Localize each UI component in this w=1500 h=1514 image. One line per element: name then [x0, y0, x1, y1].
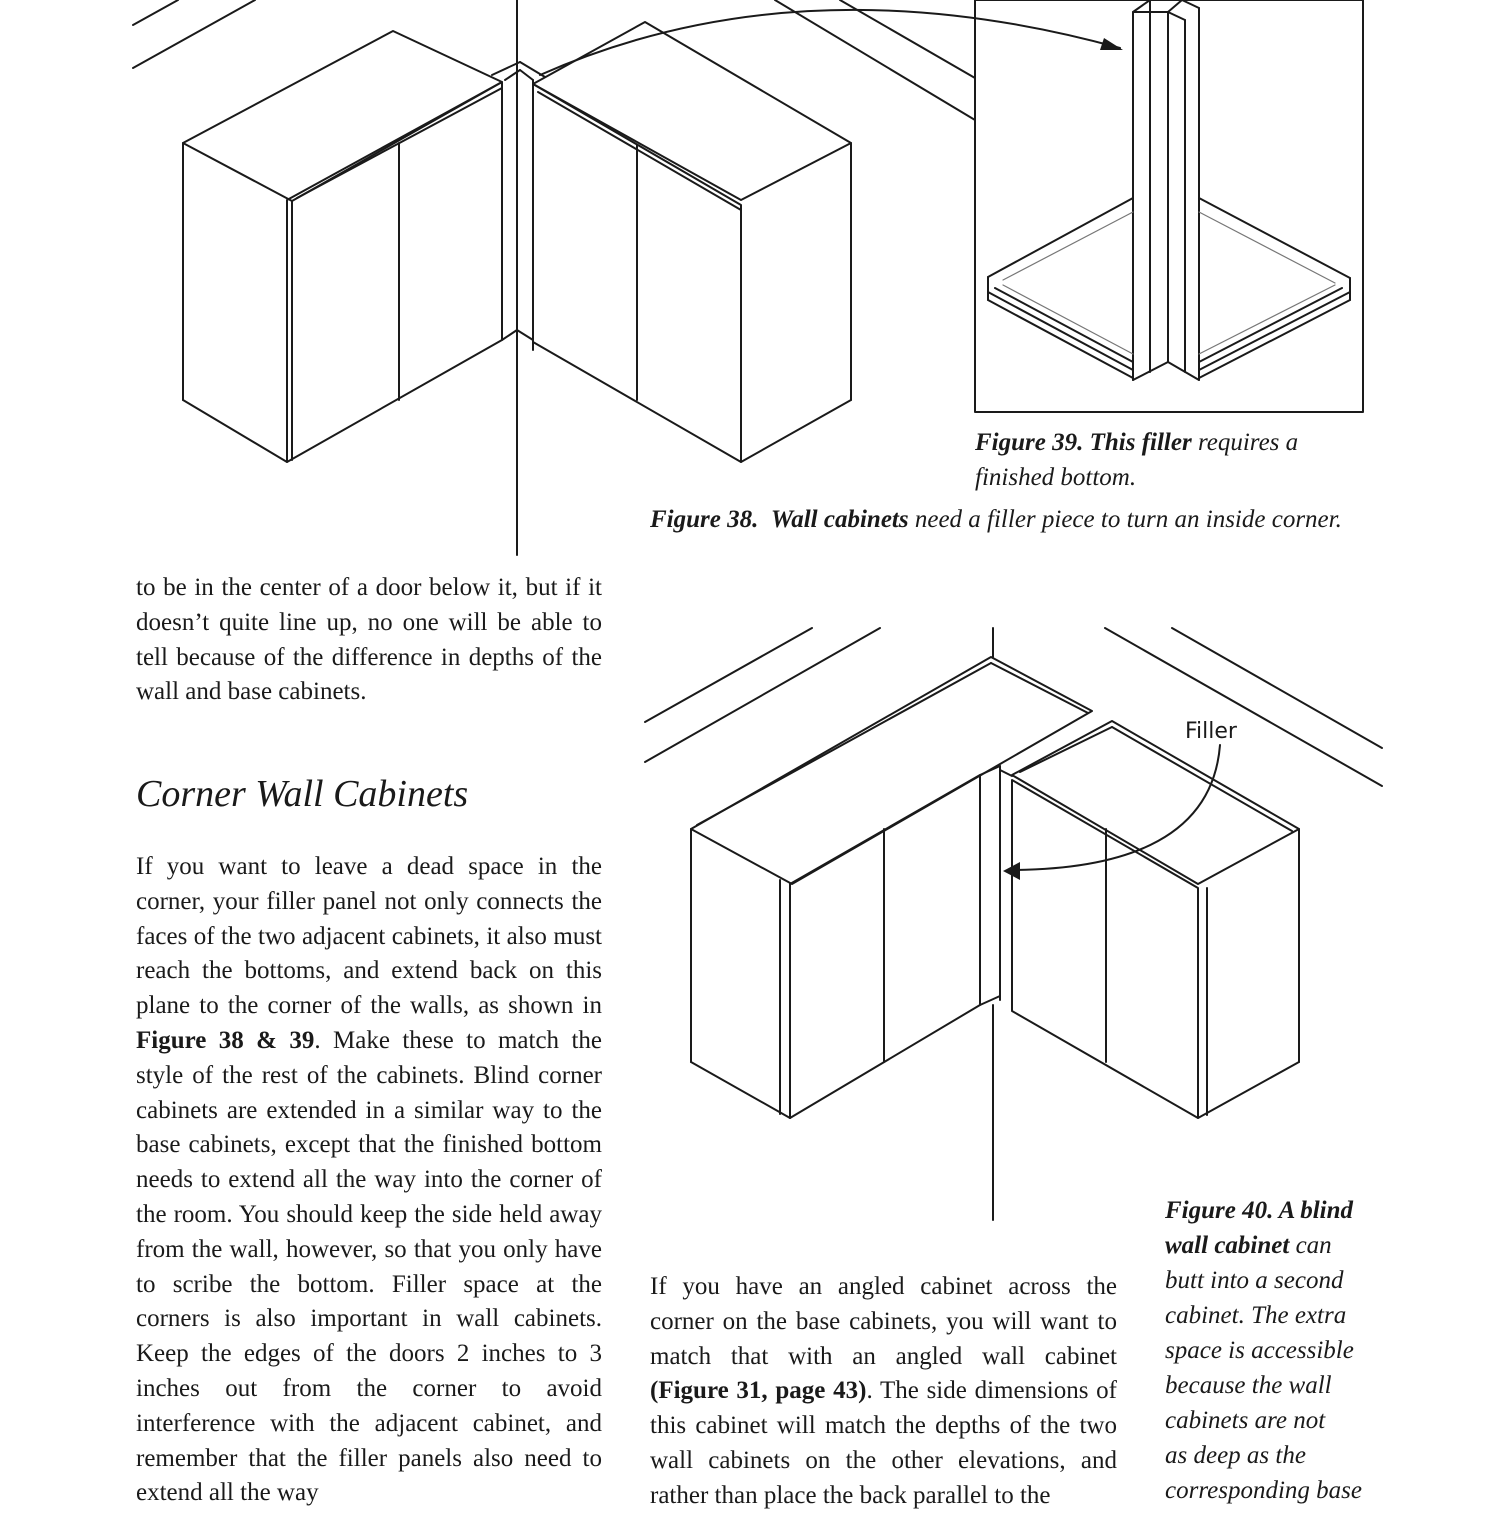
- left-column-paragraph: If you want to leave a dead space in the…: [136, 853, 602, 1507]
- section-title: Corner Wall Cabinets: [136, 773, 469, 815]
- filler-label: Filler: [1185, 719, 1238, 744]
- figure-38-caption: Figure 38. Wall cabinets need a filler p…: [650, 506, 1342, 533]
- figure-40-caption: Figure 40. A blind wall cabinet can butt…: [1165, 1197, 1362, 1504]
- figure-39-caption: Figure 39. This filler requires a finish…: [975, 429, 1299, 491]
- intro-paragraph: to be in the center of a door below it, …: [136, 574, 602, 706]
- right-column-paragraph: If you have an angled cabinet across the…: [650, 1273, 1118, 1509]
